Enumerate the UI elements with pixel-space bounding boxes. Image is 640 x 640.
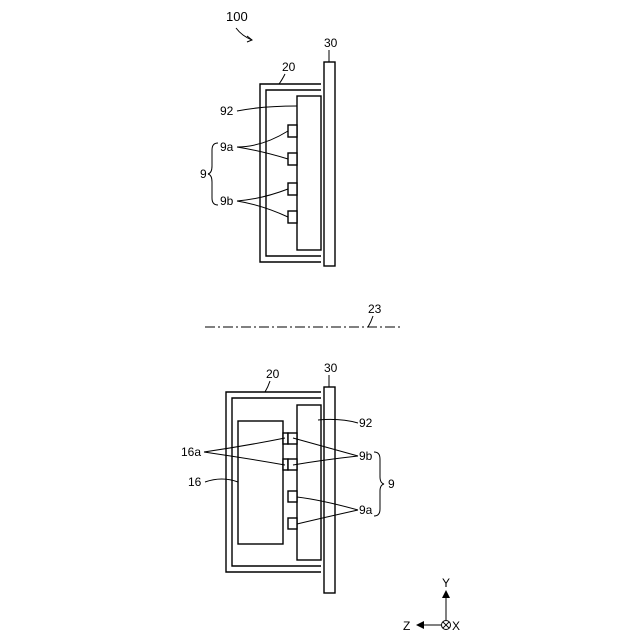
top-plate-label: 30: [324, 36, 338, 50]
bottom-board-label: 92: [359, 416, 373, 430]
bottom-module-label: 16: [188, 475, 202, 489]
axes-indicator: Y Z X: [403, 576, 460, 633]
top-chip-b-leader-2: [237, 201, 288, 217]
divider-label: 23: [368, 302, 382, 316]
bottom-chip-a-label: 9a: [359, 503, 373, 517]
top-board-label: 92: [220, 104, 234, 118]
z-axis-arrowhead: [416, 621, 424, 629]
divider-leader: [368, 316, 373, 327]
x-axis-cross: [443, 622, 449, 628]
top-chip-b-label: 9b: [220, 194, 234, 208]
y-axis-label: Y: [442, 576, 450, 590]
bottom-chip-9a-2: [288, 518, 297, 529]
bottom-group-label: 9: [388, 477, 395, 491]
top-chip-9a-2: [288, 153, 297, 165]
top-view: 30 20 92 9a 9b 9: [200, 36, 338, 266]
bottom-plate-30: [324, 387, 335, 593]
bottom-module-leader: [205, 479, 238, 482]
top-chip-b-leader-1: [237, 189, 288, 201]
bottom-chip-9a-1: [288, 491, 297, 502]
top-board-92: [297, 96, 321, 250]
device-ref-label: 100: [226, 9, 248, 24]
top-chip-9b-2: [288, 211, 297, 223]
top-chip-a-label: 9a: [220, 140, 234, 154]
bottom-group-brace: [374, 452, 384, 516]
top-chip-9a-1: [288, 125, 297, 137]
top-housing-leader: [279, 74, 285, 84]
top-housing-label: 20: [282, 60, 296, 74]
top-board-leader: [237, 106, 297, 111]
bottom-view: 30 20 92 16 16a 9b 9a: [181, 361, 395, 593]
y-axis-arrowhead: [442, 590, 450, 598]
top-group-brace: [208, 143, 218, 205]
top-chip-9b-1: [288, 183, 297, 195]
top-plate-30: [324, 62, 335, 266]
bottom-connector-label: 16a: [181, 445, 201, 459]
bottom-chip-b-label: 9b: [359, 449, 373, 463]
x-axis-label: X: [452, 619, 460, 633]
bottom-board-92: [297, 405, 321, 560]
top-group-label: 9: [200, 167, 207, 181]
z-axis-label: Z: [403, 619, 410, 633]
bottom-housing-label: 20: [266, 367, 280, 381]
top-chip-a-leader-2: [237, 147, 288, 159]
bottom-plate-label: 30: [324, 361, 338, 375]
top-chip-a-leader-1: [237, 131, 288, 147]
bottom-housing-leader: [265, 381, 270, 392]
